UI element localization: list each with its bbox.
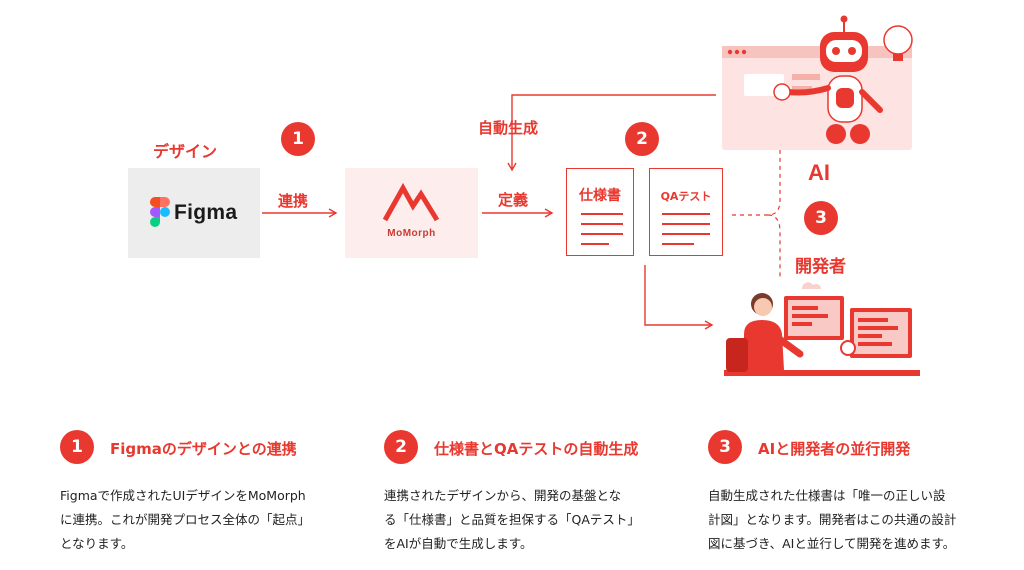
badge-step-3: 3 <box>804 201 838 235</box>
ai-label: AI <box>808 160 830 185</box>
momorph-box: MoMorph <box>345 168 478 258</box>
doc-line <box>662 213 710 215</box>
qa-document-title: QAテスト <box>660 190 712 203</box>
caption-line: 計図」となります。開発者はこの共通の設計 <box>708 512 957 527</box>
connector-lines <box>262 94 781 330</box>
arrow-ai-to-define <box>507 94 716 172</box>
caption-line: となります。 <box>60 536 134 551</box>
doc-line <box>581 213 623 215</box>
doc-line <box>662 233 710 235</box>
figma-logo-icon <box>150 197 170 227</box>
caption-title-3: AIと開発者の並行開発 <box>758 440 911 458</box>
caption-title-1: Figmaのデザインとの連携 <box>110 440 297 458</box>
doc-line <box>581 243 609 245</box>
qa-document: QAテスト <box>649 168 723 256</box>
momorph-logo-icon <box>382 182 440 222</box>
spec-document-title: 仕様書 <box>579 188 621 204</box>
link-label: 連携 <box>278 192 309 210</box>
dashed-link-dev <box>767 214 781 280</box>
caption-line: をAIが自動で生成します。 <box>384 536 533 551</box>
caption-body-3: 自動生成された仕様書は「唯一の正しい設 計図」となります。開発者はこの共通の設計… <box>708 484 1008 556</box>
caption-line: Figmaで作成されたUIデザインをMoMorph <box>60 488 306 503</box>
caption-body-2: 連携されたデザインから、開発の基盤とな る「仕様書」と品質を担保する「QAテスト… <box>384 484 684 556</box>
caption-line: 自動生成された仕様書は「唯一の正しい設 <box>708 488 946 503</box>
caption-line: 連携されたデザインから、開発の基盤とな <box>384 488 622 503</box>
doc-line <box>662 243 694 245</box>
badge-step-1: 1 <box>281 122 315 156</box>
caption-badge-3: 3 <box>708 430 742 464</box>
figma-box: Figma <box>128 168 260 258</box>
doc-line <box>662 223 710 225</box>
spec-document: 仕様書 <box>566 168 634 256</box>
figma-name: Figma <box>174 201 238 224</box>
doc-line <box>581 233 623 235</box>
developer-illustration <box>724 282 920 376</box>
caption-line: に連携。これが開発プロセス全体の「起点」 <box>60 512 311 527</box>
momorph-name: MoMorph <box>387 228 436 239</box>
design-label: デザイン <box>153 142 218 161</box>
caption-body-1: Figmaで作成されたUIデザインをMoMorph に連携。これが開発プロセス全… <box>60 484 360 556</box>
caption-badge-1: 1 <box>60 430 94 464</box>
caption-title-2: 仕様書とQAテストの自動生成 <box>434 440 639 458</box>
caption-badge-2: 2 <box>384 430 418 464</box>
doc-line <box>581 223 623 225</box>
badge-step-2: 2 <box>625 122 659 156</box>
ai-robot-illustration <box>722 15 913 150</box>
auto-generation-label: 自動生成 <box>478 119 539 137</box>
caption-line: る「仕様書」と品質を担保する「QAテスト」 <box>384 512 640 527</box>
dashed-link-ai-dev <box>732 150 781 216</box>
developer-label: 開発者 <box>795 257 846 277</box>
arrow-spec-to-developer <box>644 265 714 330</box>
caption-line: 図に基づき、AIと並行して開発を進めます。 <box>708 536 956 551</box>
define-label: 定義 <box>498 191 529 209</box>
